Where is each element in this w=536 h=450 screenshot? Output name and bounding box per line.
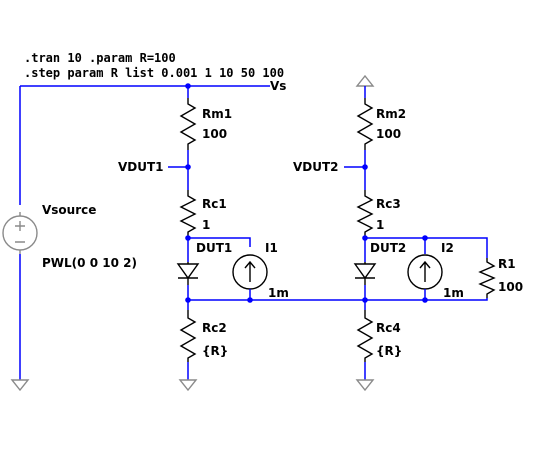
vs-net-label[interactable]: Vs [270, 79, 286, 93]
rm2-name: Rm2 [376, 107, 406, 121]
vsource-symbol[interactable] [2, 212, 38, 254]
ground-symbol-1 [10, 379, 30, 392]
rc3-value[interactable]: 1 [376, 218, 384, 232]
rc1-resistor[interactable] [179, 190, 197, 238]
step-directive[interactable]: .step param R list 0.001 1 10 50 100 [24, 66, 284, 80]
dut1-anode-junction [185, 235, 191, 241]
branch1-bus-junction [185, 297, 191, 303]
rm1-value[interactable]: 100 [202, 127, 227, 141]
ground-symbol-3 [355, 74, 375, 87]
tran-directive[interactable]: .tran 10 .param R=100 [24, 51, 176, 65]
branch2-bus-junction [362, 297, 368, 303]
vdut2-wire [344, 150, 366, 190]
dut2-name: DUT2 [370, 241, 406, 255]
i1-bus-junction [247, 297, 253, 303]
vdut1-net-label[interactable]: VDUT1 [118, 160, 164, 174]
rm2-resistor[interactable] [356, 98, 374, 150]
i1-current-source[interactable] [232, 254, 268, 290]
dut2-diode[interactable] [353, 262, 377, 285]
ground-symbol-4 [355, 379, 375, 392]
rm1-resistor[interactable] [179, 98, 197, 150]
rc4-name: Rc4 [376, 321, 401, 335]
vdut2-junction [362, 164, 368, 170]
i2-top-junction [422, 235, 428, 241]
rc4-value[interactable]: {R} [376, 344, 402, 358]
vs-wire [19, 85, 270, 205]
rc2-name: Rc2 [202, 321, 227, 335]
ground-symbol-2 [178, 379, 198, 392]
rc2-value[interactable]: {R} [202, 344, 228, 358]
dut2-anode-junction [362, 235, 368, 241]
dut1-anode-wire [187, 237, 251, 262]
i2-bus-junction [422, 297, 428, 303]
i2-current-source[interactable] [407, 254, 443, 290]
r1-resistor[interactable] [478, 258, 496, 298]
r1-name: R1 [498, 257, 516, 271]
vsource-value[interactable]: PWL(0 0 10 2) [42, 256, 137, 270]
vsource-name: Vsource [42, 203, 96, 217]
dut1-name: DUT1 [196, 241, 232, 255]
i2-name: I2 [441, 241, 454, 255]
rc3-resistor[interactable] [356, 190, 374, 238]
rc4-resistor[interactable] [356, 310, 374, 362]
rm2-value[interactable]: 100 [376, 127, 401, 141]
rm1-name: Rm1 [202, 107, 232, 121]
r1-value[interactable]: 100 [498, 280, 523, 294]
rc3-name: Rc3 [376, 197, 401, 211]
dut1-diode[interactable] [176, 262, 200, 285]
vdut1-junction [185, 164, 191, 170]
rc1-name: Rc1 [202, 197, 227, 211]
vdut2-net-label[interactable]: VDUT2 [293, 160, 339, 174]
rc1-value[interactable]: 1 [202, 218, 210, 232]
i1-name: I1 [265, 241, 278, 255]
rc2-resistor[interactable] [179, 310, 197, 362]
vdut1-wire [168, 150, 189, 190]
i1-value[interactable]: 1m [268, 286, 289, 300]
vs-junction [185, 83, 191, 89]
i2-value[interactable]: 1m [443, 286, 464, 300]
